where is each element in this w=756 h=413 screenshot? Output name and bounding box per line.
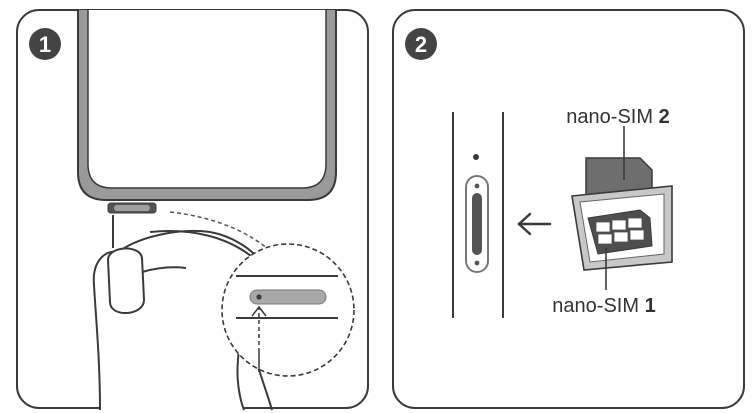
step-1-badge: 1 [29,28,61,60]
eject-hole-icon [473,154,479,160]
phone-bottom [77,10,337,214]
step-1-number: 1 [39,32,51,57]
step-2-number: 2 [415,32,427,57]
eject-hole-icon [256,294,262,300]
zoom-detail [221,243,355,377]
tray-slot [465,175,489,273]
sim-tray [571,185,673,271]
arrow-left-icon [517,212,552,236]
nano-sim-1-label: nano-SIM 1 [552,295,655,317]
sim-chip-icon [595,217,645,245]
hand-illustration [92,230,273,411]
step-2-panel: 2 [392,9,745,409]
zoom-sim-tray [249,289,327,305]
nano-sim-1-card [587,209,653,255]
step-2-badge: 2 [405,28,437,60]
step-1-panel: 1 [16,9,369,411]
nano-sim-2-label: nano-SIM 2 [566,106,669,128]
